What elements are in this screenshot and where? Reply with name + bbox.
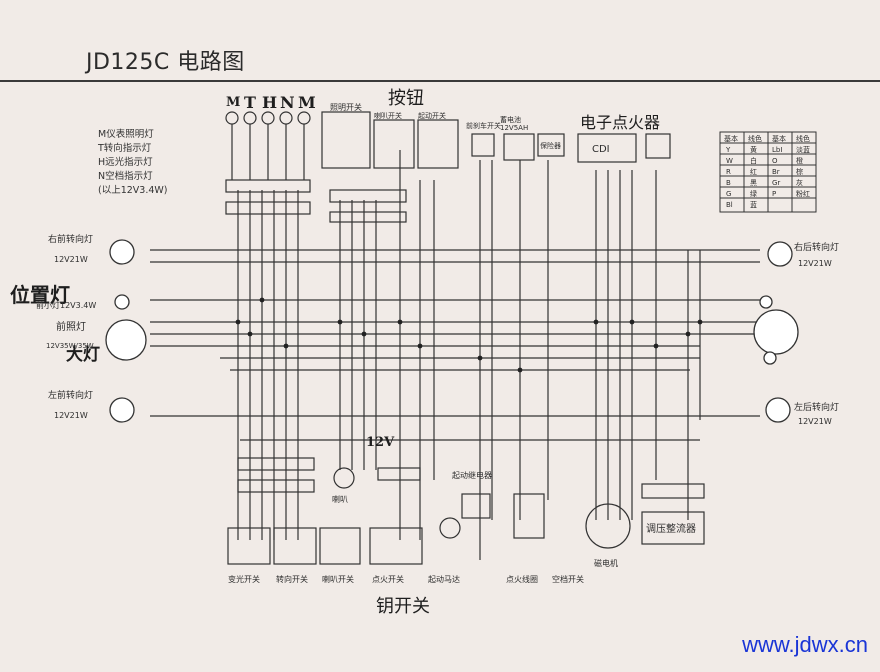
table-cell: 绿 xyxy=(750,189,757,198)
table-cell: Y xyxy=(725,146,731,154)
indicator-lamps: M T H N M xyxy=(225,93,316,215)
headlamp-spec: 12V35W/35W xyxy=(46,342,94,350)
table-header: 线色 xyxy=(796,134,810,143)
front-left-turn-label: 左前转向灯 xyxy=(48,389,93,401)
turn-switch-label: 转向开关 xyxy=(276,574,308,584)
table-cell: G xyxy=(726,190,731,198)
table-cell: 橙 xyxy=(796,156,803,165)
table-cell: O xyxy=(772,157,778,165)
neutral-switch-label: 空档开关 xyxy=(552,574,584,584)
legend-item: (以上12V3.4W) xyxy=(98,185,168,196)
regulator-label: 调压整流器 xyxy=(646,522,696,535)
table-cell: B xyxy=(726,179,731,187)
legend-item: T转向指示灯 xyxy=(98,143,152,154)
table-cell: 黑 xyxy=(750,179,757,187)
table-cell: Br xyxy=(772,168,780,176)
ignition-switch-label: 点火开关 xyxy=(372,574,404,584)
table-cell: 红 xyxy=(750,167,757,176)
starter-motor-label: 起动马达 xyxy=(428,574,460,584)
horn-button-label: 喇叭开关 xyxy=(322,574,354,584)
table-cell: 白 xyxy=(750,156,757,165)
handwritten-position-lamp: 位置灯 xyxy=(10,283,70,307)
start-relay-label: 起动继电器 xyxy=(452,470,492,480)
handwritten-key-switch: 钥开关 xyxy=(376,596,430,617)
page-title: JD125C 电路图 xyxy=(86,50,245,75)
table-cell: 黄 xyxy=(750,145,757,154)
front-right-turn-label: 右前转向灯 xyxy=(48,233,93,245)
handwritten-voltage: 12V xyxy=(366,435,395,450)
table-header: 线色 xyxy=(748,134,762,143)
junction-dots xyxy=(235,297,703,373)
rear-left-turn-label: 左后转向灯 xyxy=(794,401,839,413)
handwritten-headlamp: 大灯 xyxy=(66,344,100,365)
handwritten-button-note: 按钮 xyxy=(388,88,424,109)
battery-spec: 12V5AH xyxy=(500,124,528,132)
left-lamps xyxy=(105,239,147,423)
table-cell: 棕 xyxy=(796,167,803,176)
rear-right-turn-spec: 12V21W xyxy=(798,259,832,268)
indicator-letter: N xyxy=(280,93,295,112)
light-switch-label: 照明开关 xyxy=(330,102,362,112)
rear-right-turn-label: 右后转向灯 xyxy=(794,241,839,253)
watermark: www.jdwx.cn xyxy=(742,632,868,657)
headlamp-label: 前照灯 xyxy=(56,320,86,333)
front-position-label: 前小灯12V3.4W xyxy=(36,300,96,310)
legend-item: M仪表照明灯 xyxy=(98,129,154,140)
horn-switch-label: 喇叭开关 xyxy=(374,111,402,120)
table-cell: Bl xyxy=(726,201,733,209)
handwritten-cdi-note: 电子点火器 xyxy=(580,113,660,132)
horn-label: 喇叭 xyxy=(332,494,348,504)
table-cell: 蓝 xyxy=(750,200,757,209)
top-switch-blocks xyxy=(321,111,671,223)
indicator-legend: M仪表照明灯 T转向指示灯 H远光指示灯 N空档指示灯 (以上12V3.4W) xyxy=(98,128,168,198)
table-cell: P xyxy=(772,190,776,198)
table-header: 基本 xyxy=(724,134,738,143)
indicator-letter: M xyxy=(226,95,240,110)
table-cell: R xyxy=(726,168,731,176)
fuse-label: 保险器 xyxy=(540,141,561,150)
dimmer-switch-label: 变光开关 xyxy=(228,574,260,584)
indicator-letter: T xyxy=(244,93,256,112)
front-right-turn-spec: 12V21W xyxy=(54,255,88,264)
legend-item: H远光指示灯 xyxy=(98,157,153,168)
front-left-turn-spec: 12V21W xyxy=(54,411,88,420)
bottom-components xyxy=(227,457,705,565)
indicator-letter: H xyxy=(262,93,277,112)
start-switch-label: 起动开关 xyxy=(418,111,446,120)
table-cell: 淡蓝 xyxy=(796,145,810,154)
color-code-table: 基本 线色 基本 线色 Y 黄 LbI 淡蓝 W 白 O 橙 R 红 Br 棕 … xyxy=(719,131,817,213)
table-cell: 粉红 xyxy=(796,189,810,198)
ignition-coil-label: 点火线圈 xyxy=(506,574,538,584)
wiring-lines xyxy=(150,150,760,560)
table-cell: 灰 xyxy=(796,178,803,187)
battery-label: 蓄电池 xyxy=(500,115,521,124)
right-lamps xyxy=(753,241,799,423)
magneto-label: 磁电机 xyxy=(594,558,618,568)
table-header: 基本 xyxy=(772,134,786,143)
cdi-label: CDI xyxy=(592,144,610,155)
table-cell: LbI xyxy=(772,146,782,154)
indicator-letter: M xyxy=(298,93,316,112)
title-rule xyxy=(0,80,880,82)
table-cell: W xyxy=(726,157,733,165)
legend-item: N空档指示灯 xyxy=(98,171,153,182)
front-brake-label: 前刹车开关 xyxy=(466,121,501,130)
table-cell: Gr xyxy=(772,179,780,187)
rear-left-turn-spec: 12V21W xyxy=(798,417,832,426)
